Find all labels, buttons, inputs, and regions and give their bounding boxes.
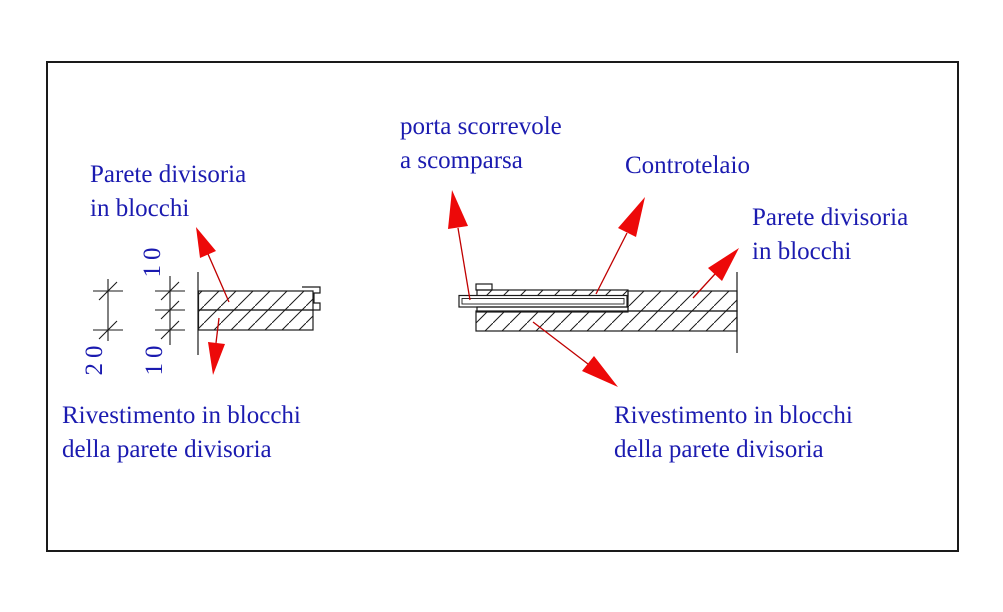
dimension-text-10-upper: 10	[139, 242, 166, 278]
dimension-lines	[93, 276, 185, 345]
label-left-cladding: Rivestimento in blocchi della parete div…	[62, 399, 301, 467]
counterframe-left-tab	[475, 283, 493, 291]
label-left-wall-line1: Parete divisoria	[90, 161, 247, 188]
left-cladding-band-hatched	[197, 309, 314, 331]
label-right-wall-line1: Parete divisoria	[752, 204, 909, 231]
label-left-cladding-line1: Rivestimento in blocchi	[62, 402, 301, 429]
right-partition-band-hatched	[627, 290, 738, 312]
leader-arrow-counterframe	[595, 197, 645, 295]
label-right-wall-line2: in blocchi	[752, 238, 852, 265]
label-left-cladding-line2: della parete divisoria	[62, 436, 272, 463]
label-sliding-door: porta scorrevole a scomparsa	[400, 110, 562, 178]
drawing-border	[46, 61, 959, 552]
leader-arrow-sliding-door	[448, 190, 471, 301]
label-right-cladding-line1: Rivestimento in blocchi	[614, 402, 853, 429]
dimension-text-20: 20	[81, 340, 108, 376]
label-right-cladding: Rivestimento in blocchi della parete div…	[614, 399, 853, 467]
label-sliding-door-line2: a scomparsa	[400, 147, 523, 174]
leader-arrow-right-partition	[692, 248, 739, 299]
label-left-wall: Parete divisoria in blocchi	[90, 158, 246, 226]
leader-arrow-right-cladding	[532, 321, 618, 387]
leader-arrows	[196, 190, 739, 387]
sliding-door-leaf	[458, 294, 628, 308]
sliding-door-leaf-inner	[461, 298, 625, 305]
left-jamb-end-profile	[302, 286, 321, 311]
leader-arrow-left-cladding	[208, 317, 225, 375]
left-wall-section	[197, 272, 321, 355]
leader-arrow-left-partition	[196, 227, 230, 303]
label-right-wall: Parete divisoria in blocchi	[752, 201, 908, 269]
label-counterframe: Controtelaio	[625, 152, 750, 179]
right-cladding-band-hatched	[475, 310, 738, 332]
pocket-door-section	[458, 272, 738, 353]
label-left-wall-line2: in blocchi	[90, 195, 190, 222]
left-partition-band-hatched	[197, 290, 314, 311]
label-sliding-door-line1: porta scorrevole	[400, 113, 562, 140]
dimension-text-10-lower: 10	[141, 340, 168, 376]
label-right-cladding-line2: della parete divisoria	[614, 436, 824, 463]
